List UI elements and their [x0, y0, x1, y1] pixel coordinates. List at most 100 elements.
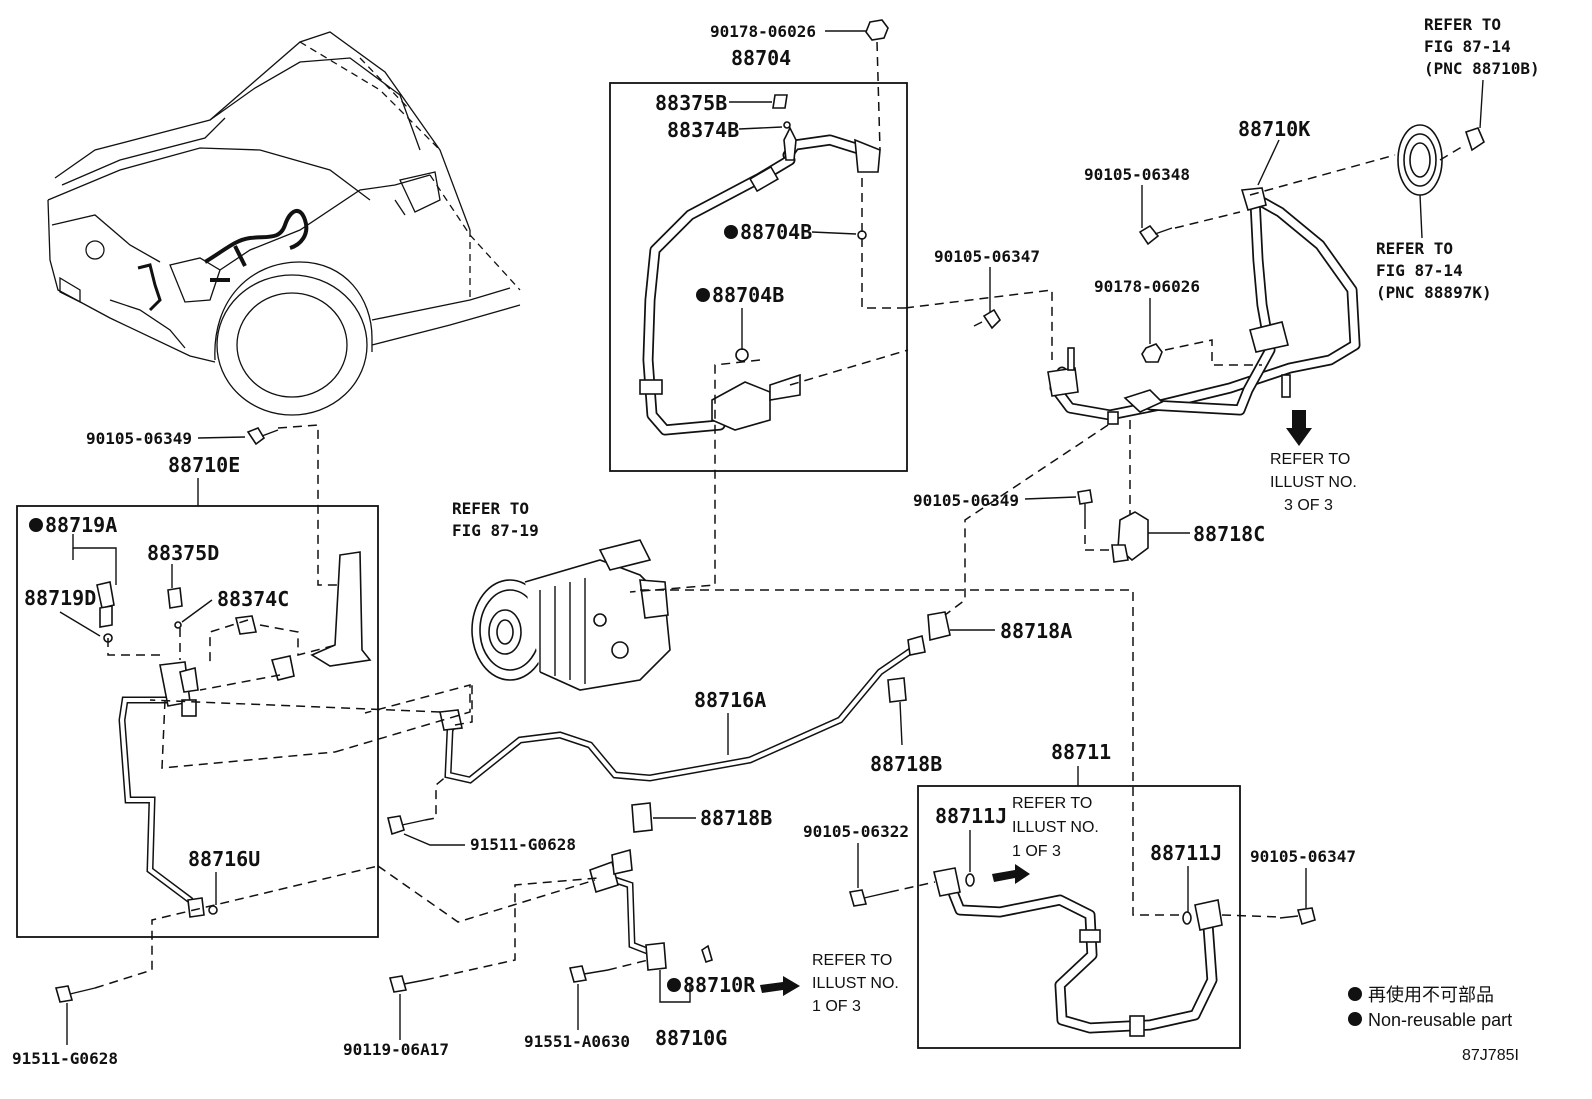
label-88718B-1: 88718B — [870, 752, 942, 776]
label-91511-G0628-left: 91511-G0628 — [12, 1049, 118, 1068]
bolt-91511-G0628-left — [54, 985, 96, 1003]
vehicle-illustration — [47, 31, 521, 416]
non-reusable-dot — [696, 288, 710, 302]
label-88718A: 88718A — [1000, 619, 1072, 643]
nut-90178-06026-top — [865, 19, 889, 41]
part-labels: 90178-06026 88704 88375B 88374B 88704B 8… — [12, 22, 1356, 1068]
non-reusable-dot — [667, 978, 681, 992]
ref-line: ILLUST NO. — [1270, 474, 1357, 491]
figure-code: 87J785I — [1462, 1047, 1519, 1064]
label-88718B-2: 88718B — [700, 806, 772, 830]
ref-fig-87-19: REFER TO FIG 87-19 — [452, 499, 539, 540]
label-88716U: 88716U — [188, 847, 260, 871]
label-90105-06347-right: 90105-06347 — [1250, 847, 1356, 866]
compressor — [471, 539, 671, 691]
non-reusable-dot — [1348, 1012, 1362, 1026]
arrow-right-icon — [760, 976, 800, 996]
label-88711J-2: 88711J — [1150, 841, 1222, 865]
grommet-88897K — [1397, 124, 1443, 196]
ref-illust-1-of-3-a: REFER TO ILLUST NO. 1 OF 3 — [1012, 795, 1099, 860]
connector-lines — [94, 41, 1466, 989]
label-88719A: 88719A — [45, 513, 117, 537]
legend: 再使用不可部品 Non-reusable part — [1348, 985, 1512, 1030]
non-reusable-dot — [29, 518, 43, 532]
label-90178-06026-top: 90178-06026 — [710, 22, 816, 41]
label-88375B: 88375B — [655, 91, 727, 115]
tube-88710E — [96, 551, 372, 918]
ref-illust-3-of-3: REFER TO ILLUST NO. 3 OF 3 — [1270, 451, 1357, 514]
ref-fig-87-14-pnc-88710b: REFER TO FIG 87-14 (PNC 88710B) — [1424, 15, 1540, 78]
label-88710K: 88710K — [1238, 117, 1310, 141]
ref-line: ILLUST NO. — [812, 975, 899, 992]
bolt-90105-06349-right — [1077, 489, 1093, 520]
label-90105-06348: 90105-06348 — [1084, 165, 1190, 184]
bolt-90105-06349-top — [246, 427, 279, 446]
label-91511-G0628-mid: 91511-G0628 — [470, 835, 576, 854]
label-91551-A0630: 91551-A0630 — [524, 1032, 630, 1051]
88704-group-box — [609, 82, 908, 472]
88710E-group-box — [16, 505, 379, 938]
label-90105-06349-right: 90105-06349 — [913, 491, 1019, 510]
label-88718C: 88718C — [1193, 522, 1265, 546]
ref-line: FIG 87-14 — [1424, 37, 1511, 56]
ref-line: REFER TO — [812, 952, 892, 969]
nut-90178-06026-right — [1141, 343, 1163, 363]
ref-line: REFER TO — [1376, 239, 1453, 258]
ref-line: ILLUST NO. — [1012, 819, 1099, 836]
label-90105-06322: 90105-06322 — [803, 822, 909, 841]
non-reusable-dot — [724, 225, 738, 239]
label-88374B: 88374B — [667, 118, 739, 142]
bolt-91551-A0630 — [568, 965, 609, 983]
label-88716A: 88716A — [694, 688, 766, 712]
ref-line: FIG 87-14 — [1376, 261, 1463, 280]
clamp-88718A — [927, 611, 951, 642]
label-88711J-1: 88711J — [935, 804, 1007, 828]
label-90105-06347-mid: 90105-06347 — [934, 247, 1040, 266]
ref-line: REFER TO — [1424, 15, 1501, 34]
label-88704B-1: 88704B — [740, 220, 812, 244]
leader-lines — [59, 30, 1484, 1045]
88711-group-box — [917, 785, 1241, 1049]
clip-88710B — [1464, 127, 1485, 152]
bolt-90105-06347-right — [1279, 907, 1316, 926]
legend-japanese: 再使用不可部品 — [1368, 985, 1494, 1005]
label-88704B-2: 88704B — [712, 283, 784, 307]
label-88710E: 88710E — [168, 453, 240, 477]
ref-line: REFER TO — [1012, 795, 1092, 812]
hose-88704 — [639, 94, 881, 436]
clamp-88718B-lower — [631, 802, 653, 833]
tube-88710K — [1047, 187, 1361, 425]
label-88719D: 88719D — [24, 586, 96, 610]
label-88710R: 88710R — [683, 973, 756, 997]
arrow-right-icon — [992, 864, 1030, 884]
bolt-90105-06347-mid — [973, 308, 1002, 330]
bolt-90105-06348 — [1138, 224, 1173, 246]
label-90178-06026-right: 90178-06026 — [1094, 277, 1200, 296]
ref-illust-1-of-3-b: REFER TO ILLUST NO. 1 OF 3 — [812, 952, 899, 1015]
ref-line: (PNC 88897K) — [1376, 283, 1492, 302]
label-88374C: 88374C — [217, 587, 289, 611]
ref-line: 1 OF 3 — [1012, 843, 1061, 860]
non-reusable-dot — [1348, 987, 1362, 1001]
tube-88711 — [933, 867, 1223, 1037]
legend-english: Non-reusable part — [1368, 1010, 1512, 1030]
bolt-91511-G0628-mid — [387, 815, 426, 836]
arrow-down-icon — [1286, 410, 1312, 446]
label-88375D: 88375D — [147, 541, 219, 565]
ref-fig-87-14-pnc-88897k: REFER TO FIG 87-14 (PNC 88897K) — [1376, 239, 1492, 302]
ref-line: FIG 87-19 — [452, 521, 539, 540]
ref-line: (PNC 88710B) — [1424, 59, 1540, 78]
label-88704: 88704 — [731, 46, 791, 70]
hose-88716A — [439, 634, 926, 784]
label-90119-06A17: 90119-06A17 — [343, 1040, 449, 1059]
label-88710G: 88710G — [655, 1026, 727, 1050]
bracket-88718C — [1111, 511, 1149, 563]
tube-88710G — [589, 848, 713, 971]
label-88711: 88711 — [1051, 740, 1111, 764]
bolt-90105-06322 — [848, 889, 891, 907]
ref-line: REFER TO — [452, 499, 529, 518]
ref-line: REFER TO — [1270, 451, 1350, 468]
clamp-88718B-upper — [887, 677, 907, 703]
